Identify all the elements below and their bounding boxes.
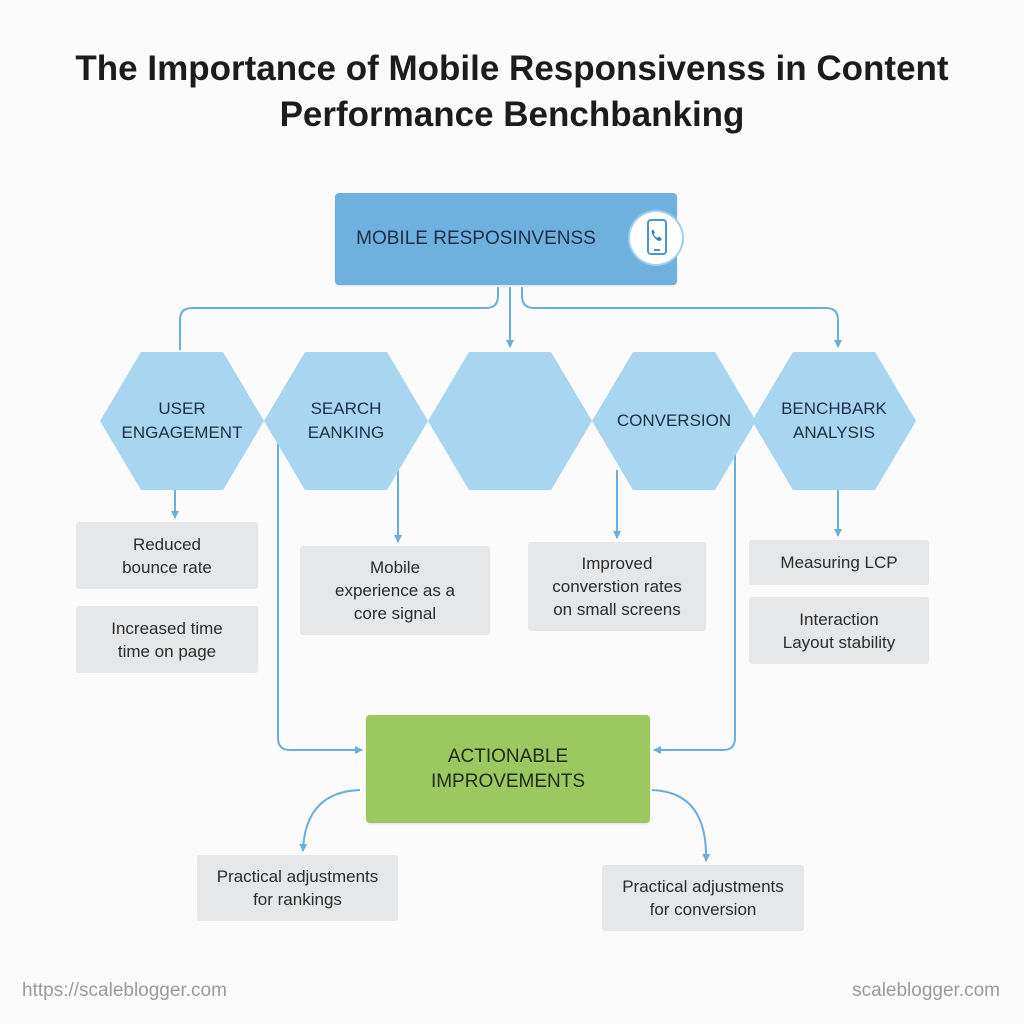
- hexagon-search-ranking: SEARCH EANKING: [264, 352, 428, 490]
- card-measuring-lcp-text: Measuring LCP: [780, 553, 898, 572]
- mobile-responsiveness-node: MOBILE RESPOSINVENSS: [335, 193, 677, 285]
- actionable-improvements-node: ACTIONABLE IMPROVEMENTS: [366, 715, 650, 823]
- connector-search-to-actionable: [277, 440, 363, 754]
- card-mobile-experience-text: Mobile experience as a core signal: [334, 558, 456, 623]
- connector-top-to-benchmark: [521, 287, 842, 348]
- connector-actionable-to-rankings: [299, 789, 361, 852]
- footer-url-left: https://scaleblogger.com: [22, 980, 227, 1001]
- hexagon-conversion-label: CONVERSION: [616, 411, 732, 430]
- connector-top-to-user-engagement: [179, 287, 499, 350]
- mobile-responsiveness-label: MOBILE RESPOSINVENSS: [356, 228, 596, 249]
- card-layout-stability-text: Interaction Layout stability: [782, 609, 896, 652]
- connector-conversion-to-actionable: [653, 452, 736, 754]
- diagram-title: The Importance of Mobile Responsivenss i…: [0, 46, 1024, 138]
- title-line-2: Performance Benchbanking: [279, 95, 745, 134]
- card-layout-stability: Interaction Layout stability: [749, 597, 929, 664]
- card-increased-time-on-page-text: Increased time time on page: [111, 618, 223, 661]
- hexagon-benchmark-analysis-label: BENCHBARK ANALYSIS: [781, 399, 887, 442]
- card-reduced-bounce-rate-text: Reduced bounce rate: [122, 534, 212, 577]
- actionable-improvements-label: ACTIONABLE IMPROVEMENTS: [430, 746, 586, 792]
- card-mobile-experience: Mobile experience as a core signal: [300, 546, 490, 635]
- card-adjustments-conversion-text: Practical adjustments for conversion: [622, 877, 784, 919]
- hexagon-search-ranking-label: SEARCH EANKING: [307, 399, 385, 442]
- card-measuring-lcp: Measuring LCP: [749, 540, 929, 585]
- card-adjustments-rankings: Practical adjustments for rankings: [197, 855, 398, 921]
- hexagon-user-engagement-label: USER ENGAGEMENT: [121, 399, 243, 442]
- card-adjustments-conversion: Practical adjustments for conversion: [602, 865, 804, 931]
- card-improved-conversion-text: Improved converstion rates on small scre…: [552, 554, 682, 619]
- connector-actionable-to-conversion: [651, 789, 711, 862]
- footer-url-right: scaleblogger.com: [852, 980, 1000, 1001]
- card-increased-time-on-page: Increased time time on page: [76, 606, 258, 673]
- title-line-1: The Importance of Mobile Responsivenss i…: [75, 49, 949, 88]
- card-improved-conversion: Improved converstion rates on small scre…: [528, 542, 706, 631]
- card-adjustments-rankings-text: Practical adjustments for rankings: [216, 867, 379, 909]
- card-reduced-bounce-rate: Reduced bounce rate: [76, 522, 258, 589]
- phone-icon: [630, 212, 682, 264]
